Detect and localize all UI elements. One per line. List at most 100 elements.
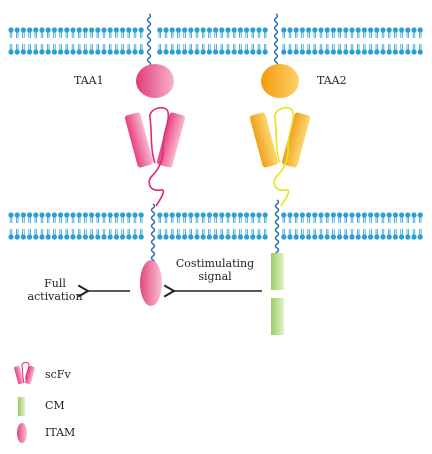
lipid-head — [324, 27, 330, 33]
car1-linker-loop — [148, 106, 170, 207]
lipid-head — [95, 234, 101, 240]
lipid-head — [225, 212, 231, 218]
lipid-head — [157, 49, 163, 55]
lipid-head — [237, 234, 243, 240]
lipid-head — [343, 212, 349, 218]
lipid-head — [113, 27, 119, 33]
lipid-head — [70, 212, 76, 218]
lipid-head — [132, 27, 138, 33]
lipid-head — [324, 49, 330, 55]
scfv-icon — [14, 362, 35, 385]
lipid-head — [324, 212, 330, 218]
lipid-head — [45, 234, 51, 240]
lipid-head — [14, 212, 20, 218]
lipid-head — [194, 212, 200, 218]
lipid-head — [250, 212, 256, 218]
lipid-head — [27, 234, 33, 240]
lipid-head — [182, 234, 188, 240]
lipid-head — [287, 27, 293, 33]
lipid-head — [200, 234, 206, 240]
lipid-head — [169, 27, 175, 33]
lipid-head — [206, 27, 212, 33]
lipid-head — [200, 212, 206, 218]
lipid-head — [163, 212, 169, 218]
lipid-head — [51, 49, 58, 55]
cm-domain-lower — [271, 298, 284, 335]
lipid-head — [157, 234, 163, 240]
lipid-head — [337, 234, 343, 240]
lipid-head — [64, 27, 70, 33]
lipid-head — [262, 234, 268, 240]
lipid-head — [281, 49, 287, 55]
lipid-head — [244, 49, 250, 55]
lipid-head — [188, 212, 194, 218]
lipid-head — [312, 49, 318, 55]
lipid-head — [411, 212, 417, 218]
lipid-head — [281, 27, 287, 33]
lipid-head — [20, 27, 26, 33]
lipid-head — [417, 49, 423, 55]
car1-transmembrane-tether — [150, 203, 156, 265]
legend-label-cm: CM — [45, 399, 65, 412]
lipid-head — [70, 27, 76, 33]
lipid-head — [132, 234, 138, 240]
lipid-head — [250, 49, 256, 55]
lipid-head — [70, 49, 76, 55]
lipid-head — [89, 234, 95, 240]
lipid-head — [213, 212, 219, 218]
lipid-head — [76, 212, 82, 218]
lipid-head — [206, 212, 212, 218]
lipid-head — [386, 49, 392, 55]
tumor-cell-membrane — [8, 27, 423, 55]
lipid-head — [82, 234, 88, 240]
lipid-head — [337, 212, 343, 218]
lipid-head — [219, 212, 225, 218]
full-activation-label-line1: Full — [44, 277, 66, 290]
lipid-head — [27, 27, 33, 33]
full-activation-label: Full activation — [22, 277, 88, 303]
lipid-head — [368, 27, 374, 33]
lipid-head — [237, 49, 243, 55]
lipid-head — [169, 212, 175, 218]
lipid-head — [113, 49, 119, 55]
lipid-head — [293, 27, 299, 33]
lipid-head — [374, 49, 380, 55]
lipid-head — [27, 49, 33, 55]
lipid-head — [361, 212, 367, 218]
lipid-head — [219, 27, 225, 33]
costimulating-label-line1: Costimulating — [175, 257, 255, 270]
lipid-head — [299, 49, 305, 55]
lipid-head — [374, 27, 380, 33]
cm-icon — [18, 397, 25, 416]
lipid-head — [324, 234, 330, 240]
lipid-head — [33, 49, 39, 55]
lipid-head — [138, 27, 144, 33]
lipid-head — [113, 212, 119, 218]
lipid-head — [361, 27, 367, 33]
lipid-head — [244, 27, 250, 33]
lipid-head — [175, 27, 181, 33]
lipid-head — [281, 234, 287, 240]
lipid-head — [101, 27, 107, 33]
lipid-head — [262, 49, 268, 55]
lipid-head — [27, 212, 33, 218]
lipid-head — [45, 49, 51, 55]
lipid-head — [306, 212, 312, 218]
lipid-head — [20, 212, 26, 218]
lipid-head — [306, 49, 312, 55]
lipid-head — [399, 49, 405, 55]
lipid-head — [206, 49, 212, 55]
lipid-head — [244, 234, 250, 240]
legend-label-itam: ITAM — [45, 426, 76, 439]
lipid-head — [8, 49, 14, 55]
lipid-head — [51, 234, 58, 240]
lipid-head — [355, 49, 361, 55]
lipid-head — [33, 212, 39, 218]
lipid-head — [287, 234, 293, 240]
lipid-head — [33, 27, 39, 33]
lipid-head — [368, 49, 374, 55]
lipid-head — [138, 49, 144, 55]
lipid-head — [250, 27, 256, 33]
lipid-head — [14, 27, 20, 33]
lipid-head — [330, 49, 336, 55]
